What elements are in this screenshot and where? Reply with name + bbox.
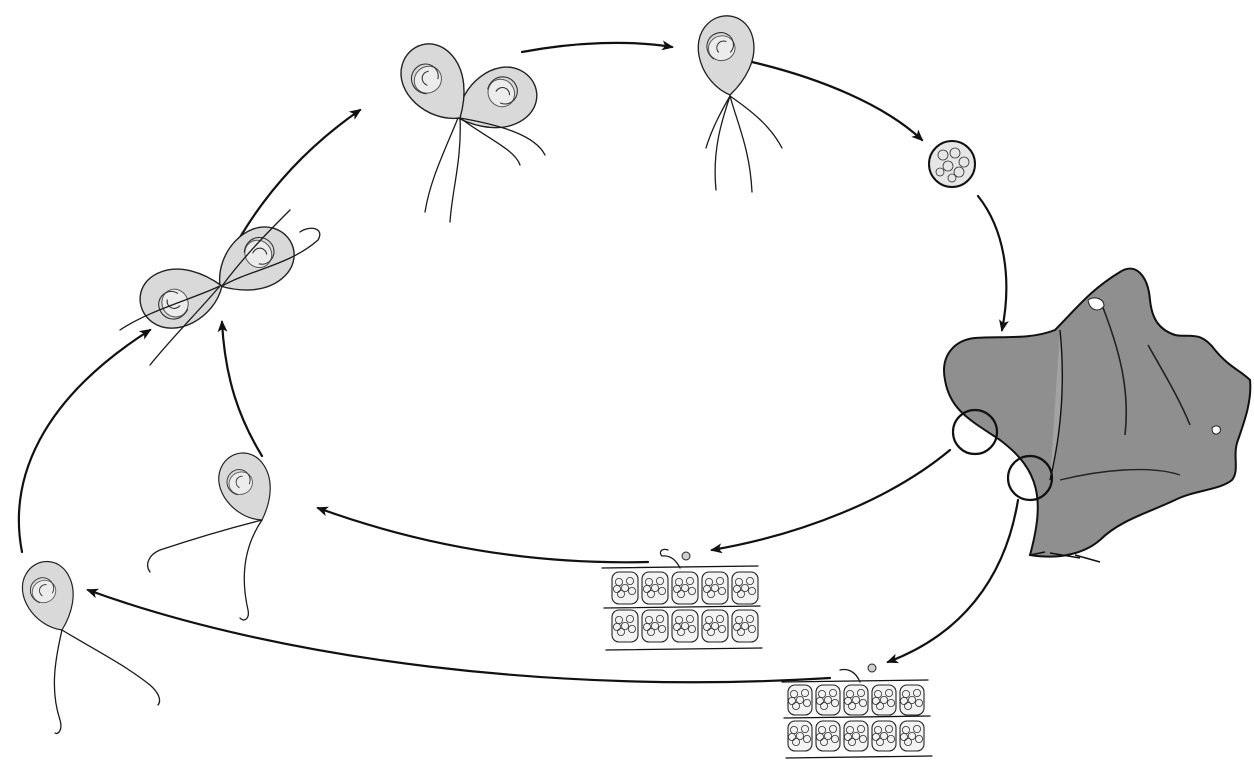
stage-gamete-left (13, 554, 160, 734)
arrow-fusion-to-top-cell (522, 43, 672, 52)
stage-gametangia-lower (782, 664, 932, 758)
arrow-left-gamete-to-fusion (19, 330, 150, 552)
cycle-arrows (19, 43, 1018, 682)
arrow-thallus-to-upper-grid (712, 450, 950, 550)
stage-zygote (929, 141, 975, 187)
arrow-top-cell-to-zygote (752, 62, 922, 140)
arrow-zygote-to-thallus (978, 196, 1006, 330)
arrow-upper-grid-to-gamete (318, 508, 648, 562)
arrow-thallus-to-lower-grid (888, 500, 1018, 662)
stage-gamete-middle (148, 444, 287, 620)
stage-fusion-left (120, 210, 320, 365)
stage-adult-thallus (944, 269, 1250, 562)
stage-gametangia-upper (602, 549, 762, 650)
arrow-gamete-to-fusion (222, 322, 262, 456)
stage-top-cell (693, 12, 782, 192)
stage-fusion-upper (387, 32, 547, 222)
